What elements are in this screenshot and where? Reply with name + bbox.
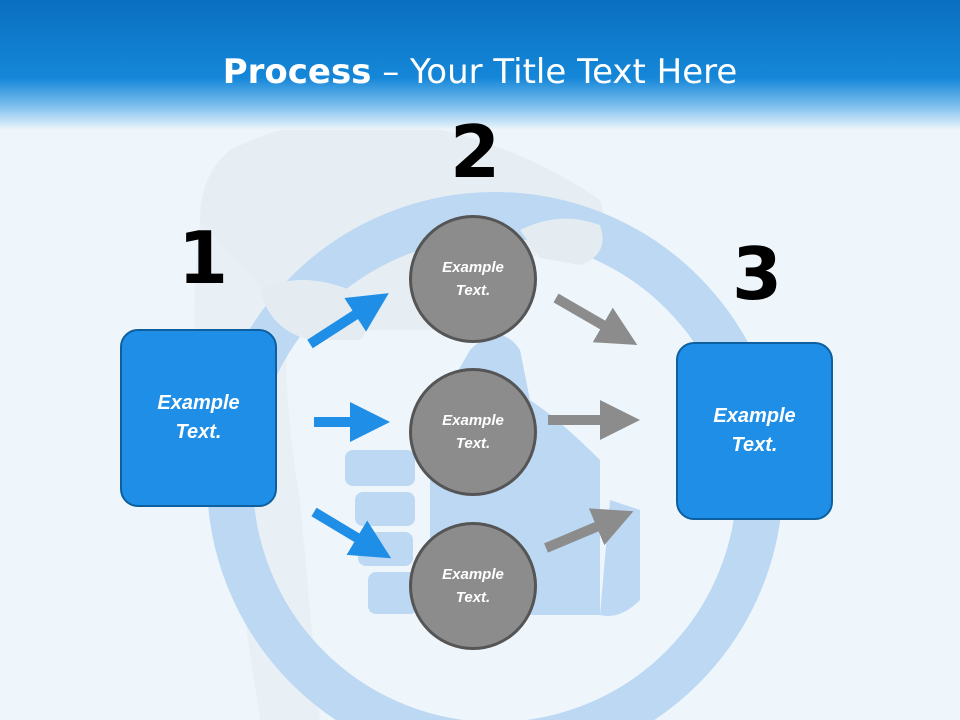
circle-bottom[interactable]: Example Text. [409,522,537,650]
header-bar [0,0,960,130]
arrow-blue-up [307,293,389,349]
arrow-gray-down [553,293,638,346]
circle-top[interactable]: Example Text. [409,215,537,343]
arrow-blue-down [311,507,392,559]
title-rest: – Your Title Text Here [371,52,738,92]
right-text-box[interactable]: Example Text. [676,342,833,520]
slide-title: Process – Your Title Text Here [0,52,960,92]
step-number-1: 1 [178,216,229,300]
right-box-text: Example Text. [713,405,796,456]
circle-top-text: Example Text. [442,259,504,299]
circle-middle[interactable]: Example Text. [409,368,537,496]
circle-bottom-text: Example Text. [442,566,504,606]
left-text-box[interactable]: Example Text. [120,329,277,507]
title-bold: Process [222,52,372,92]
left-box-text: Example Text. [157,392,240,443]
step-number-2: 2 [450,110,501,194]
arrow-gray-up [544,508,634,553]
step-number-3: 3 [732,232,783,316]
circle-middle-text: Example Text. [442,412,504,452]
